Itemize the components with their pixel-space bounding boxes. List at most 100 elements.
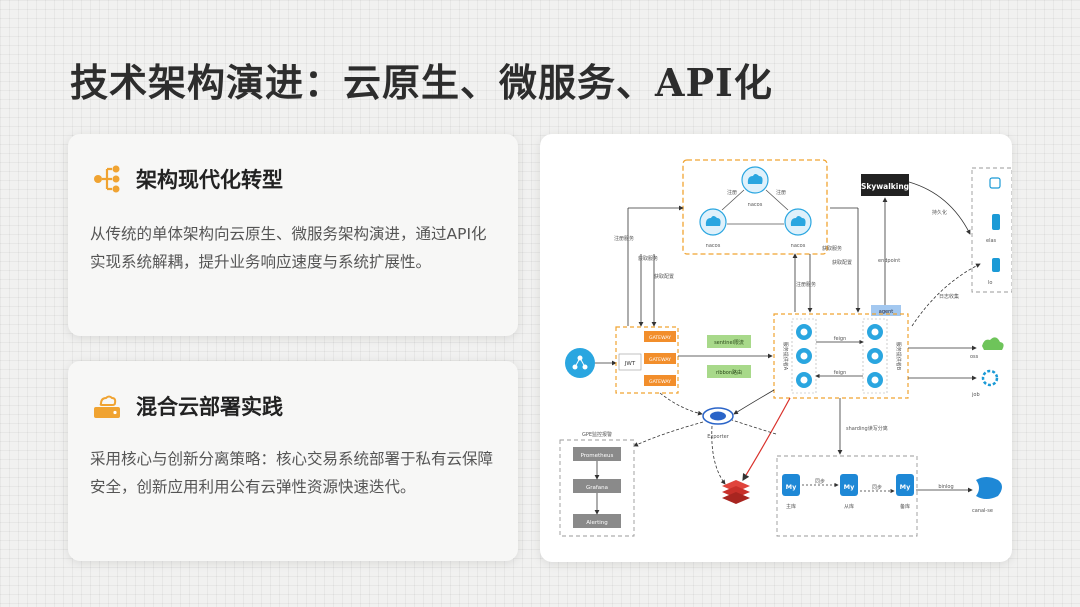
- gateway-3: [644, 375, 676, 386]
- grafana-box: [573, 479, 621, 493]
- job-gear-icon: [981, 369, 999, 387]
- service-a-2: [796, 348, 812, 364]
- right-label-get-service: 获取服务: [822, 245, 842, 252]
- prometheus-box: [573, 447, 621, 461]
- db-cluster-box: [776, 455, 918, 537]
- nacos-edge-label-1: 注册: [727, 189, 737, 196]
- svg-text:Grafana: Grafana: [586, 485, 608, 491]
- canal-node: [976, 477, 1002, 499]
- ribbon-filter: [707, 365, 751, 378]
- gateway-1: [644, 331, 676, 342]
- svg-text:从库: 从库: [844, 503, 854, 510]
- svg-text:nacos: nacos: [748, 202, 763, 208]
- canal-label: canal-se: [972, 508, 993, 514]
- exporter-to-db-arrow: [731, 419, 777, 435]
- sharding-label: sharding读写分离: [846, 425, 888, 432]
- service-group-b: [862, 318, 888, 394]
- svg-text:ribbon路由: ribbon路由: [716, 369, 742, 376]
- nacos-node-left: nacos: [699, 208, 727, 249]
- svg-text:GATEWAY: GATEWAY: [649, 379, 671, 385]
- sentinel-filter: [707, 335, 751, 348]
- sync-label-2: 同步: [872, 485, 882, 491]
- left-label-register: 注册服务: [614, 235, 634, 242]
- svg-text:主库: 主库: [786, 503, 796, 510]
- svg-text:nacos: nacos: [791, 243, 806, 249]
- logstash-label: lo: [988, 280, 992, 286]
- exporter-label: Exporter: [707, 434, 729, 440]
- right-label-register: 注册服务: [796, 281, 816, 288]
- services-to-redis-arrow: [742, 397, 791, 482]
- nacos-edge-1: [721, 189, 745, 211]
- gpe-box: [559, 439, 635, 537]
- svg-text:My: My: [900, 483, 911, 491]
- svg-text:sentinel限流: sentinel限流: [714, 339, 744, 346]
- log-collect-label: 日志收集: [939, 293, 959, 300]
- sync-label-1: 同步: [815, 479, 825, 485]
- modernization-card-title: 架构现代化转型: [136, 168, 283, 192]
- service-b-1: [867, 324, 883, 340]
- hierarchy-icon: [92, 164, 122, 194]
- modernization-card: 架构现代化转型 从传统的单体架构向云原生、微服务架构演进，通过API化实现系统解…: [68, 134, 518, 336]
- architecture-diagram: nacos nacos nacos 注册 注册 Skywalking 持久化 e…: [540, 134, 1012, 562]
- svg-text:GATEWAY: GATEWAY: [649, 357, 671, 363]
- services-to-exporter-arrow: [733, 389, 775, 415]
- gateway-to-exporter-arrow: [659, 392, 703, 416]
- redis-to-exporter-arrow: [711, 425, 726, 485]
- hybrid-cloud-card-body: 采用核心与创新分离策略：核心交易系统部署于私有云保障安全，创新应用利用公有云弹性…: [90, 450, 494, 496]
- agent-box: [871, 305, 901, 316]
- feign-label-2: feign: [834, 370, 847, 376]
- nacos-node-top: nacos: [741, 166, 769, 208]
- exporter-to-gpe-arrow: [633, 421, 704, 447]
- svg-text:备库: 备库: [900, 503, 910, 510]
- hybrid-cloud-card: 混合云部署实践 采用核心与创新分离策略：核心交易系统部署于私有云保障安全，创新应…: [68, 361, 518, 561]
- kibana-icon: [989, 177, 1001, 189]
- hybrid-cloud-card-header: 混合云部署实践: [92, 391, 283, 421]
- cloud-drive-icon: [92, 391, 122, 421]
- services-box: [773, 313, 909, 399]
- modernization-card-header: 架构现代化转型: [92, 164, 283, 194]
- jwt-label: JWT: [624, 361, 636, 367]
- gpe-title: GPE监控报警: [582, 431, 612, 438]
- nacos-node-right: nacos: [784, 208, 812, 249]
- skywalking-box: [861, 174, 909, 196]
- elk-box: [971, 167, 1012, 293]
- modernization-card-body: 从传统的单体架构向云原生、微服务架构演进，通过API化实现系统解耦，提升业务响应…: [90, 225, 487, 271]
- svg-text:Prometheus: Prometheus: [581, 453, 614, 459]
- service-group-b-label: 服务提供者B: [895, 342, 902, 371]
- skywalking-label: Skywalking: [861, 182, 909, 191]
- left-label-get-service: 获取服务: [638, 255, 658, 262]
- svg-text:Alerting: Alerting: [586, 520, 608, 526]
- oss-icon: [982, 337, 1004, 350]
- db-master: My 主库: [782, 474, 800, 510]
- feign-label-1: feign: [834, 336, 847, 342]
- exporter-node: [702, 407, 734, 425]
- nacos-edge-2: [765, 189, 789, 211]
- service-a-3: [796, 372, 812, 388]
- alerting-box: [573, 514, 621, 528]
- elastic-label: elas: [986, 238, 997, 244]
- service-b-3: [867, 372, 883, 388]
- nacos-edge-label-2: 注册: [776, 189, 786, 196]
- svg-text:agent: agent: [879, 309, 893, 315]
- service-a-1: [796, 324, 812, 340]
- db-slave: My 从库: [840, 474, 858, 510]
- service-group-a-label: 服务提供者A: [782, 342, 789, 371]
- oss-label: oss: [970, 354, 979, 360]
- endpoint-label: endpoint: [878, 258, 900, 264]
- svg-text:My: My: [786, 483, 797, 491]
- logstash-icon: [992, 258, 1000, 272]
- hybrid-cloud-card-title: 混合云部署实践: [136, 395, 283, 419]
- slide-title: 技术架构演进：云原生、微服务、API化: [70, 60, 773, 105]
- left-label-get-config: 获取配置: [654, 273, 674, 280]
- gateway-cluster-box: [615, 326, 679, 394]
- jwt-box: [618, 353, 642, 371]
- svg-text:My: My: [844, 483, 855, 491]
- job-label: job: [971, 392, 980, 398]
- right-label-get-config: 获取配置: [832, 259, 852, 266]
- gateway-2: [644, 353, 676, 364]
- persist-arrow: [908, 181, 971, 235]
- client-node: [565, 348, 595, 378]
- service-group-a: [791, 318, 817, 394]
- log-collect-arrow: [911, 263, 981, 327]
- persist-label: 持久化: [932, 209, 947, 216]
